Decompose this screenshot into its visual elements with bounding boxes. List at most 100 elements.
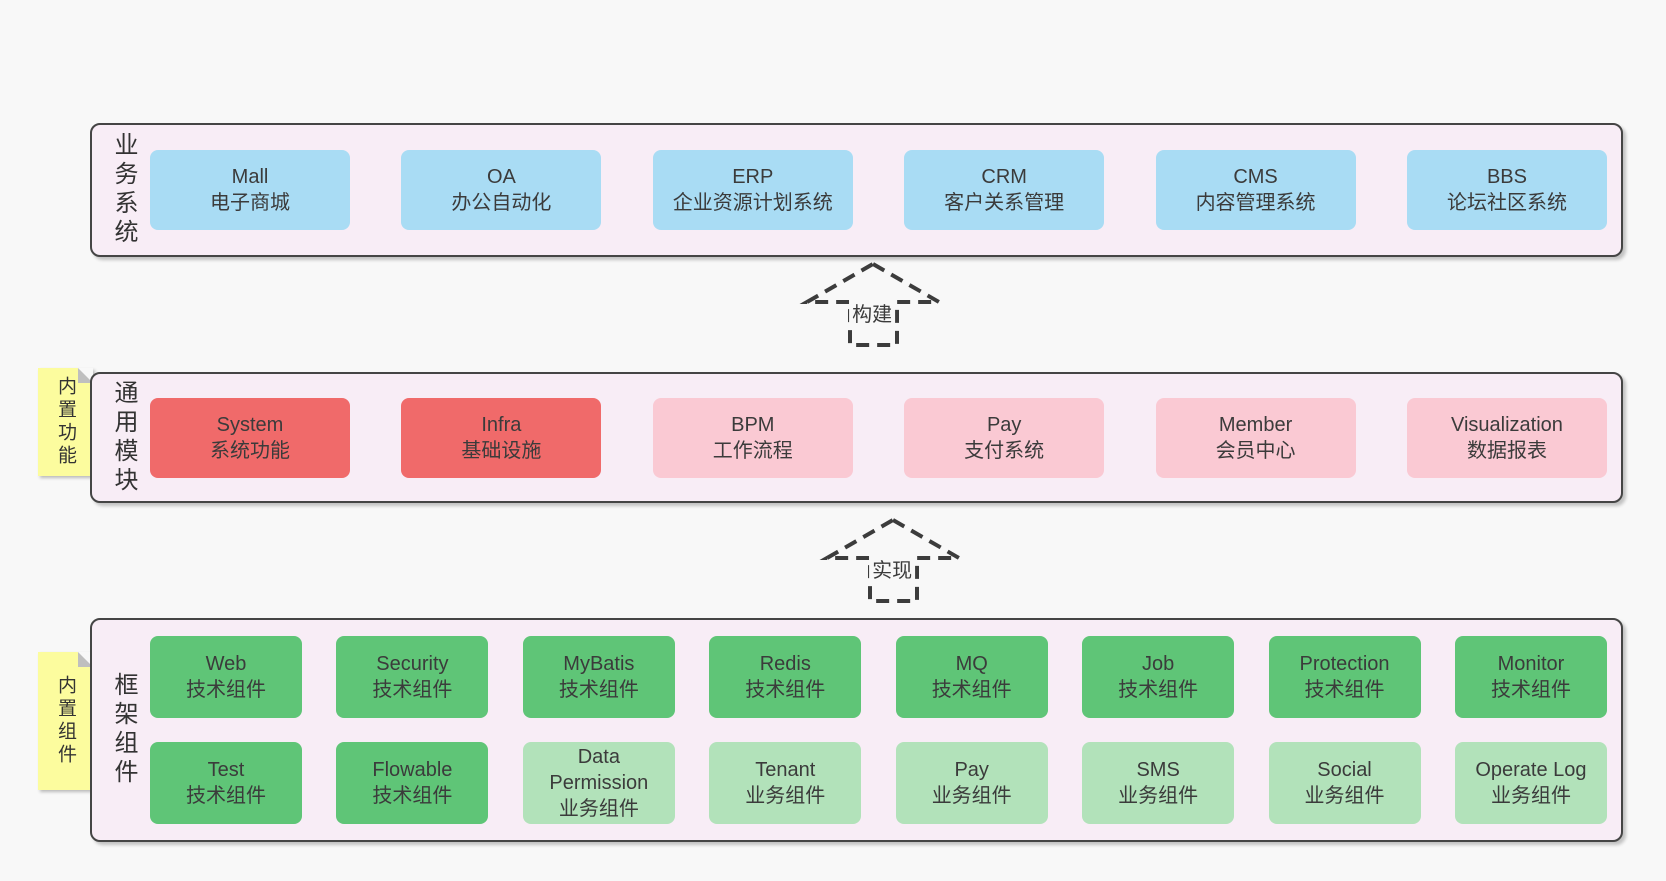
module-box-job: Job 技术组件 [1082, 636, 1235, 718]
module-box-test: Test 技术组件 [150, 742, 302, 824]
box-title: BBS [1486, 166, 1527, 188]
box-title: Pay [986, 413, 1022, 436]
module-box-sms: SMS 业务组件 [1082, 742, 1235, 824]
box-subtitle: 技术组件 [558, 679, 639, 701]
box-subtitle: 业务组件 [1118, 785, 1199, 807]
box-subtitle: 内容管理系统 [1195, 192, 1316, 214]
module-box-protection: Protection 技术组件 [1268, 636, 1421, 718]
box-title: Member [1218, 413, 1293, 436]
box-title: Operate Log [1475, 759, 1587, 781]
module-box-system: System 系统功能 [150, 397, 350, 478]
folded-corner-icon [78, 652, 93, 667]
box-title: Infra [481, 413, 522, 436]
box-subtitle: 技术组件 [1490, 679, 1571, 701]
box-title: Tenant [755, 759, 816, 781]
layer-modules-label: 通用模块 [110, 379, 137, 496]
module-box-member: Member 会员中心 [1155, 397, 1356, 478]
module-box-erp: ERP 企业资源计划系统 [652, 150, 853, 230]
implement-arrow: 实现 [819, 516, 967, 604]
module-box-flowable: Flowable 技术组件 [336, 742, 489, 824]
box-subtitle: 业务组件 [1304, 785, 1385, 807]
module-box-pay: Pay 业务组件 [895, 742, 1048, 824]
box-title: Flowable [372, 759, 453, 781]
box-title: Job [1141, 653, 1175, 675]
box-title: BPM [731, 413, 775, 436]
layer-components-label: 框架组件 [110, 672, 137, 788]
module-box-visualization: Visualization 数据报表 [1406, 397, 1607, 478]
builtin-components-sticky-note: 内置组件 [38, 652, 93, 790]
box-title: MyBatis [563, 653, 635, 675]
box-subtitle: 系统功能 [210, 439, 290, 462]
box-subtitle: 电子商城 [210, 192, 290, 214]
box-title: MQ [955, 653, 988, 675]
box-subtitle: 会员中心 [1215, 439, 1296, 462]
module-box-oa: OA 办公自动化 [401, 150, 602, 230]
box-title: Security [376, 653, 449, 675]
box-subtitle: 技术组件 [1304, 679, 1385, 701]
implement-arrow-label: 实现 [869, 554, 916, 583]
box-title: ERP [732, 166, 774, 188]
box-title: Test [207, 759, 245, 781]
module-box-tenant: Tenant 业务组件 [709, 742, 862, 824]
box-title: Protection [1299, 653, 1390, 675]
builtin-functions-sticky-note: 内置功能 [38, 368, 93, 476]
module-box-web: Web 技术组件 [150, 636, 302, 718]
box-subtitle: 技术组件 [745, 679, 826, 701]
build-arrow-label: 构建 [849, 298, 896, 327]
box-subtitle: 支付系统 [964, 439, 1045, 462]
box-title: Mall [231, 166, 269, 188]
box-title: Social [1317, 759, 1372, 781]
box-title: OA [486, 166, 516, 188]
box-title: Pay [954, 759, 989, 781]
module-box-security: Security 技术组件 [336, 636, 489, 718]
module-box-mybatis: MyBatis 技术组件 [522, 636, 675, 718]
box-title: Data Permission [549, 746, 649, 794]
box-title: System [216, 413, 284, 436]
box-subtitle: 技术组件 [372, 679, 453, 701]
box-subtitle: 技术组件 [186, 785, 266, 807]
box-title: CRM [981, 166, 1027, 188]
module-box-social: Social 业务组件 [1268, 742, 1421, 824]
box-subtitle: 技术组件 [931, 679, 1012, 701]
box-title: Monitor [1497, 653, 1565, 675]
box-title: Web [205, 653, 247, 675]
box-subtitle: 业务组件 [931, 785, 1012, 807]
box-subtitle: 基础设施 [461, 439, 542, 462]
box-subtitle: 业务组件 [745, 785, 826, 807]
box-subtitle: 技术组件 [186, 679, 266, 701]
box-subtitle: 技术组件 [1118, 679, 1199, 701]
folded-corner-icon [78, 368, 93, 383]
box-title: Visualization [1450, 413, 1563, 436]
build-arrow: 构建 [799, 260, 947, 348]
builtin-components-label: 内置组件 [55, 675, 76, 767]
box-subtitle: 数据报表 [1466, 439, 1547, 462]
layer-business-label: 业务系统 [110, 132, 137, 248]
box-subtitle: 办公自动化 [451, 192, 552, 214]
box-title: SMS [1136, 759, 1180, 781]
module-box-infra: Infra 基础设施 [401, 397, 602, 478]
box-title: Redis [759, 653, 811, 675]
module-box-pay: Pay 支付系统 [904, 397, 1105, 478]
box-subtitle: 企业资源计划系统 [672, 192, 833, 214]
box-title: CMS [1233, 166, 1278, 188]
module-box-mq: MQ 技术组件 [895, 636, 1048, 718]
builtin-functions-label: 内置功能 [55, 376, 76, 468]
box-subtitle: 技术组件 [372, 785, 453, 807]
module-box-redis: Redis 技术组件 [709, 636, 862, 718]
